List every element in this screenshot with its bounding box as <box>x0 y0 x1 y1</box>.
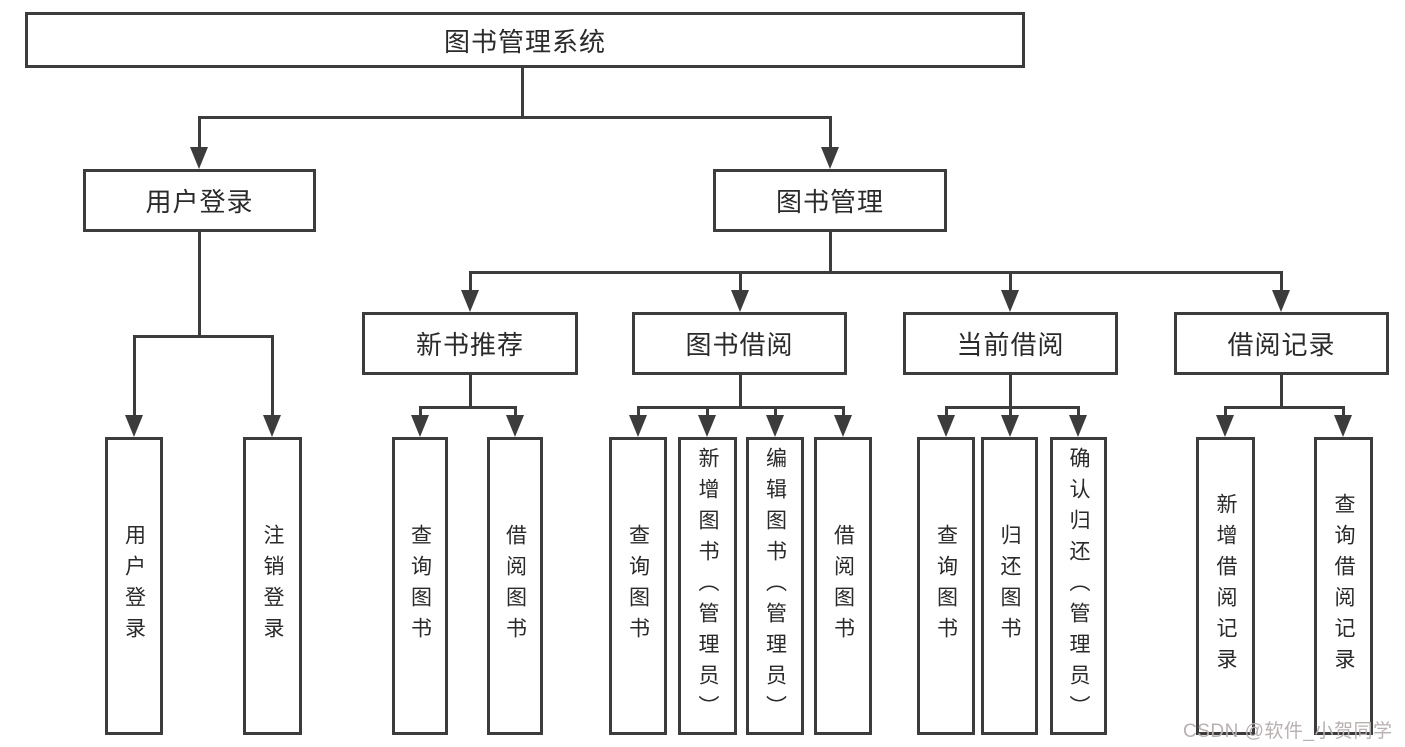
connector-line <box>636 406 640 417</box>
connector-line <box>738 375 742 409</box>
node-label: 注销登录 <box>261 524 285 648</box>
node-borrowing-records: 借阅记录 <box>1174 312 1389 375</box>
connector-line <box>1341 406 1345 417</box>
node-label: 编辑图书（管理员） <box>763 446 787 726</box>
connector-line <box>468 271 472 292</box>
node-leaf-query-book-1: 查询图书 <box>392 437 448 735</box>
node-leaf-query-book-2: 查询图书 <box>609 437 667 735</box>
connector-line <box>468 271 1283 274</box>
connector-line <box>636 406 845 409</box>
node-leaf-edit-book: 编辑图书（管理员） <box>746 437 804 735</box>
arrowhead-down-icon <box>766 415 784 437</box>
node-leaf-return-book: 归还图书 <box>981 437 1038 735</box>
node-label: 借阅图书 <box>831 524 855 648</box>
arrowhead-down-icon <box>698 415 716 437</box>
connector-line <box>1223 406 1345 409</box>
connector-line <box>132 335 274 338</box>
node-label: 确认归还（管理员） <box>1067 446 1091 726</box>
connector-line <box>197 116 201 149</box>
arrowhead-down-icon <box>1272 290 1290 312</box>
connector-line <box>944 406 1080 409</box>
node-book-management: 图书管理 <box>713 169 947 232</box>
node-label: 归还图书 <box>998 524 1022 648</box>
connector-line <box>841 406 845 417</box>
node-leaf-borrow-book-1: 借阅图书 <box>487 437 543 735</box>
node-leaf-logout: 注销登录 <box>243 437 302 735</box>
arrowhead-down-icon <box>731 290 749 312</box>
node-label: 当前借阅 <box>956 330 1065 360</box>
node-label: 借阅记录 <box>1227 330 1336 360</box>
arrowhead-down-icon <box>190 147 208 169</box>
node-leaf-add-record: 新增借阅记录 <box>1196 437 1255 735</box>
connector-line <box>197 232 201 338</box>
node-leaf-add-book: 新增图书（管理员） <box>678 437 737 735</box>
connector-line <box>944 406 948 417</box>
connector-line <box>468 375 472 409</box>
connector-line <box>773 406 777 417</box>
node-leaf-user-login: 用户登录 <box>105 437 163 735</box>
node-leaf-query-book-3: 查询图书 <box>917 437 975 735</box>
connector-line <box>1008 271 1012 292</box>
arrowhead-down-icon <box>834 415 852 437</box>
connector-line <box>520 68 524 119</box>
node-new-book-recommend: 新书推荐 <box>362 312 578 375</box>
arrowhead-down-icon <box>263 415 281 437</box>
arrowhead-down-icon <box>506 415 524 437</box>
node-label: 图书管理系统 <box>443 26 606 57</box>
node-label: 新书推荐 <box>415 330 524 360</box>
node-label: 借阅图书 <box>503 524 527 648</box>
csdn-watermark: CSDN @软件_小贺同学 <box>1183 721 1393 742</box>
node-label: 新增借阅记录 <box>1214 493 1238 679</box>
node-user-login: 用户登录 <box>83 169 316 232</box>
node-book-borrowing: 图书借阅 <box>632 312 847 375</box>
connector-line <box>132 335 136 417</box>
arrowhead-down-icon <box>821 147 839 169</box>
connector-line <box>1076 406 1080 417</box>
node-label: 查询借阅记录 <box>1332 493 1356 679</box>
connector-line <box>197 116 832 119</box>
arrowhead-down-icon <box>411 415 429 437</box>
arrowhead-down-icon <box>629 415 647 437</box>
arrowhead-down-icon <box>937 415 955 437</box>
node-label: 新增图书（管理员） <box>696 446 720 726</box>
node-label: 用户登录 <box>145 187 254 217</box>
node-label: 查询图书 <box>408 524 432 648</box>
arrowhead-down-icon <box>1216 415 1234 437</box>
connector-line <box>828 116 832 149</box>
arrowhead-down-icon <box>1001 415 1019 437</box>
node-label: 图书管理 <box>775 187 884 217</box>
connector-line <box>1223 406 1227 417</box>
node-label: 用户登录 <box>122 524 146 648</box>
node-root: 图书管理系统 <box>25 12 1025 68</box>
node-label: 图书借阅 <box>685 330 794 360</box>
node-label: 查询图书 <box>934 524 958 648</box>
connector-line <box>1279 375 1283 409</box>
node-current-borrowing: 当前借阅 <box>903 312 1118 375</box>
node-leaf-confirm-return: 确认归还（管理员） <box>1050 437 1107 735</box>
arrowhead-down-icon <box>125 415 143 437</box>
connector-line <box>1279 271 1283 292</box>
node-label: 查询图书 <box>626 524 650 648</box>
connector-line <box>418 406 517 409</box>
arrowhead-down-icon <box>1001 290 1019 312</box>
node-leaf-query-record: 查询借阅记录 <box>1314 437 1373 735</box>
connector-line <box>828 232 832 274</box>
node-leaf-borrow-book-2: 借阅图书 <box>814 437 872 735</box>
connector-line <box>1008 406 1012 417</box>
arrowhead-down-icon <box>1334 415 1352 437</box>
connector-line <box>1008 375 1012 409</box>
connector-line <box>738 271 742 292</box>
arrowhead-down-icon <box>1069 415 1087 437</box>
connector-line <box>513 406 517 417</box>
connector-line <box>270 335 274 417</box>
arrowhead-down-icon <box>461 290 479 312</box>
connector-line <box>418 406 422 417</box>
connector-line <box>705 406 709 417</box>
